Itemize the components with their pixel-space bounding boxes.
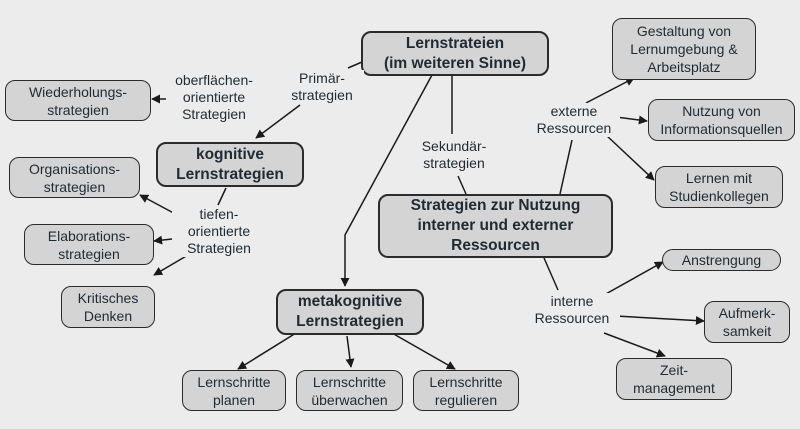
link-meta-regulieren: [391, 332, 456, 370]
node-kritisches-denken: Kritisches Denken: [61, 286, 155, 328]
link-externe-informationsquellen: [615, 115, 648, 125]
link-externe-studienkollegen: [605, 134, 655, 181]
link-externe-gestaltung: [585, 77, 635, 104]
link-ressourcen-interne: [543, 257, 559, 291]
label-interne-ressourcen: interne Ressourcen: [524, 293, 620, 327]
label-oberflaechenorientierte-strategien: oberflächen- orientierte Strategien: [166, 72, 262, 123]
link-interne-zeitmanagement: [603, 332, 666, 358]
link-kognitive-tiefen: [217, 187, 227, 206]
node-lernen-studienkollegen: Lernen mit Studienkollegen: [655, 166, 783, 208]
node-kognitive-lernstrategien: kognitive Lernstrategien: [156, 142, 304, 187]
node-zeitmanagement: Zeit- management: [616, 358, 732, 400]
link-interne-anstrengung: [603, 261, 664, 296]
node-elaborationsstrategien: Elaborations- strategien: [24, 224, 154, 265]
label-sekundaerstrategien: Sekundär- strategien: [406, 138, 502, 172]
node-ressourcen-strategien: Strategien zur Nutzung interner und exte…: [378, 194, 613, 258]
link-root-primaer: [347, 61, 363, 69]
link-primaer-kognitive: [255, 104, 301, 139]
link-interne-aufmerksamkeit: [615, 315, 705, 326]
label-primaerstrategien: Primär- strategien: [280, 70, 364, 104]
node-lernstrategien-root: Lernstrateien (im weiteren Sinne): [361, 31, 549, 76]
link-meta-ueberwachen: [345, 335, 355, 368]
label-tiefenorientierte-strategien: tiefen- orientierte Strategien: [172, 206, 266, 257]
node-nutzung-informationsquellen: Nutzung von Informationsquellen: [648, 99, 795, 141]
node-lernschritte-ueberwachen: Lernschritte überwachen: [296, 370, 403, 411]
node-aufmerksamkeit: Aufmerk- samkeit: [704, 301, 790, 343]
node-wiederholungsstrategien: Wiederholungs- strategien: [5, 80, 151, 121]
node-anstrengung: Anstrengung: [662, 249, 781, 271]
link-meta-planen: [237, 332, 297, 370]
link-ressourcen-externe: [559, 139, 573, 195]
link-tiefen-kritisch: [153, 254, 189, 276]
label-externe-ressourcen: externe Ressourcen: [528, 103, 620, 137]
node-lernschritte-regulieren: Lernschritte regulieren: [413, 370, 519, 411]
link-root-metakognitive: [340, 74, 433, 287]
node-organisationsstrategien: Organisations- strategien: [9, 157, 140, 198]
node-gestaltung-lernumgebung: Gestaltung von Lernumgebung & Arbeitspla…: [612, 18, 756, 80]
node-metakognitive-lernstrategien: metakognitive Lernstrategien: [276, 289, 424, 335]
link-sekundaer-ressourcen: [457, 175, 467, 195]
node-lernschritte-planen: Lernschritte planen: [182, 370, 286, 411]
